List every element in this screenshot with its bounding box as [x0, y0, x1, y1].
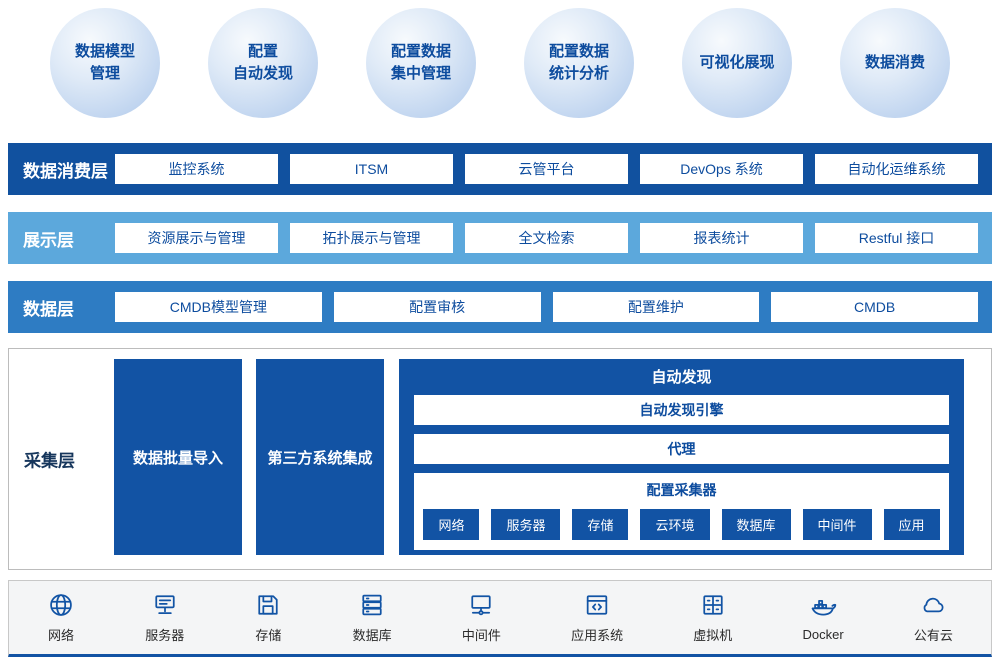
- layer-item-box: CMDB模型管理: [115, 292, 322, 322]
- bubble-label: 数据消费: [864, 54, 925, 72]
- infra-item-middleware: 中间件: [462, 591, 501, 644]
- vm-icon: [703, 595, 723, 615]
- infra-label: 虚拟机: [693, 628, 733, 643]
- layer-item-box: 报表统计: [640, 223, 803, 253]
- infra-label: Docker: [802, 627, 844, 642]
- auto-discovery-engine-bar: 自动发现引擎: [414, 395, 949, 425]
- public-cloud-icon: [924, 597, 944, 613]
- bubble-label: 数据模型 管理: [74, 43, 135, 82]
- capability-bubble: 配置数据 集中管理: [366, 8, 476, 118]
- database-icon: [362, 594, 382, 616]
- layer-item-box: ITSM: [290, 154, 453, 184]
- layer-item-box: Restful 接口: [815, 223, 978, 253]
- collection-layer-panel: 采集层 数据批量导入 第三方系统集成 自动发现 自动发现引擎 代理 配置采集器 …: [8, 348, 992, 570]
- layer-items: CMDB模型管理 配置审核 配置维护 CMDB: [115, 292, 992, 322]
- third-party-integration-block: 第三方系统集成: [256, 359, 384, 555]
- auto-discovery-panel: 自动发现 自动发现引擎 代理 配置采集器 网络 服务器 存储 云环境 数据库 中…: [399, 359, 964, 555]
- server-icon: [155, 595, 175, 615]
- network-icon: [50, 594, 72, 616]
- layer-name-label: 展示层: [23, 230, 74, 250]
- collector-item-middleware: 中间件: [802, 509, 872, 540]
- collector-item-database: 数据库: [721, 509, 791, 540]
- capability-bubble: 数据模型 管理: [50, 8, 160, 118]
- layer-items: 资源展示与管理 拓扑展示与管理 全文检索 报表统计 Restful 接口: [115, 223, 992, 253]
- auto-discovery-title: 自动发现: [651, 369, 712, 386]
- capability-bubble: 数据消费: [840, 8, 950, 118]
- infra-label: 中间件: [461, 628, 501, 643]
- capability-bubble: 配置 自动发现: [208, 8, 318, 118]
- capability-bubbles-row: 数据模型 管理 配置 自动发现 配置数据 集中管理 配置数据 统计分析 可视化展…: [50, 8, 950, 118]
- infra-label: 应用系统: [571, 628, 624, 643]
- config-collector-items: 网络 服务器 存储 云环境 数据库 中间件 应用: [414, 509, 949, 540]
- infra-item-public-cloud: 公有云: [914, 591, 953, 644]
- collector-item-cloud-env: 云环境: [640, 509, 710, 540]
- layer-name-label: 数据层: [23, 299, 74, 319]
- data-layer-band: 数据层 CMDB模型管理 配置审核 配置维护 CMDB: [8, 281, 992, 333]
- infra-item-server: 服务器: [145, 591, 184, 644]
- collector-item-application: 应用: [883, 509, 940, 540]
- layer-items: 监控系统 ITSM 云管平台 DevOps 系统 自动化运维系统: [115, 154, 992, 184]
- layer-name-label: 采集层: [24, 451, 75, 471]
- docker-icon: [811, 600, 837, 616]
- bubble-label: 配置 自动发现: [232, 43, 293, 82]
- infra-item-network: 网络: [47, 591, 75, 644]
- agent-bar: 代理: [414, 434, 949, 464]
- bubble-label: 可视化展现: [699, 54, 775, 72]
- layer-item-box: 拓扑展示与管理: [290, 223, 453, 253]
- infra-label: 服务器: [145, 628, 185, 643]
- layer-item-box: 监控系统: [115, 154, 278, 184]
- collector-item-network: 网络: [423, 509, 480, 540]
- data-consumption-layer-band: 数据消费层 监控系统 ITSM 云管平台 DevOps 系统 自动化运维系统: [8, 143, 992, 195]
- display-layer-band: 展示层 资源展示与管理 拓扑展示与管理 全文检索 报表统计 Restful 接口: [8, 212, 992, 264]
- layer-item-box: 配置维护: [552, 292, 760, 322]
- infra-label: 存储: [255, 628, 282, 643]
- app-system-icon: [586, 595, 608, 615]
- infra-item-storage: 存储: [254, 591, 282, 644]
- infra-item-database: 数据库: [353, 591, 392, 644]
- infra-label: 数据库: [352, 628, 392, 643]
- collector-item-server: 服务器: [491, 509, 561, 540]
- collector-item-storage: 存储: [572, 509, 629, 540]
- layer-item-box: 云管平台: [465, 154, 628, 184]
- capability-bubble: 配置数据 统计分析: [524, 8, 634, 118]
- layer-item-box: 全文检索: [465, 223, 628, 253]
- capability-bubble: 可视化展现: [682, 8, 792, 118]
- infra-item-app-system: 应用系统: [571, 591, 623, 644]
- infra-label: 网络: [47, 628, 74, 643]
- layer-name-label: 数据消费层: [23, 161, 108, 181]
- layer-item-box: 资源展示与管理: [115, 223, 278, 253]
- layer-item-box: 配置审核: [333, 292, 541, 322]
- middleware-icon: [471, 595, 491, 616]
- layer-item-box: DevOps 系统: [640, 154, 803, 184]
- layer-item-box: CMDB: [771, 292, 978, 322]
- bubble-label: 配置数据 统计分析: [548, 43, 609, 82]
- layer-item-box: 自动化运维系统: [815, 154, 978, 184]
- bubble-label: 配置数据 集中管理: [390, 43, 451, 82]
- infra-item-docker: Docker: [803, 593, 844, 642]
- storage-icon: [258, 595, 279, 615]
- config-collector-panel: 配置采集器 网络 服务器 存储 云环境 数据库 中间件 应用: [414, 473, 949, 550]
- infrastructure-row: 网络 服务器 存储 数据库 中间件 应用系统 Docker 虚拟机: [8, 580, 992, 657]
- infra-item-vm: Docker 虚拟机: [693, 591, 732, 644]
- config-collector-title: 配置采集器: [646, 482, 717, 498]
- bulk-import-block: 数据批量导入: [114, 359, 242, 555]
- infra-label: 公有云: [913, 628, 953, 643]
